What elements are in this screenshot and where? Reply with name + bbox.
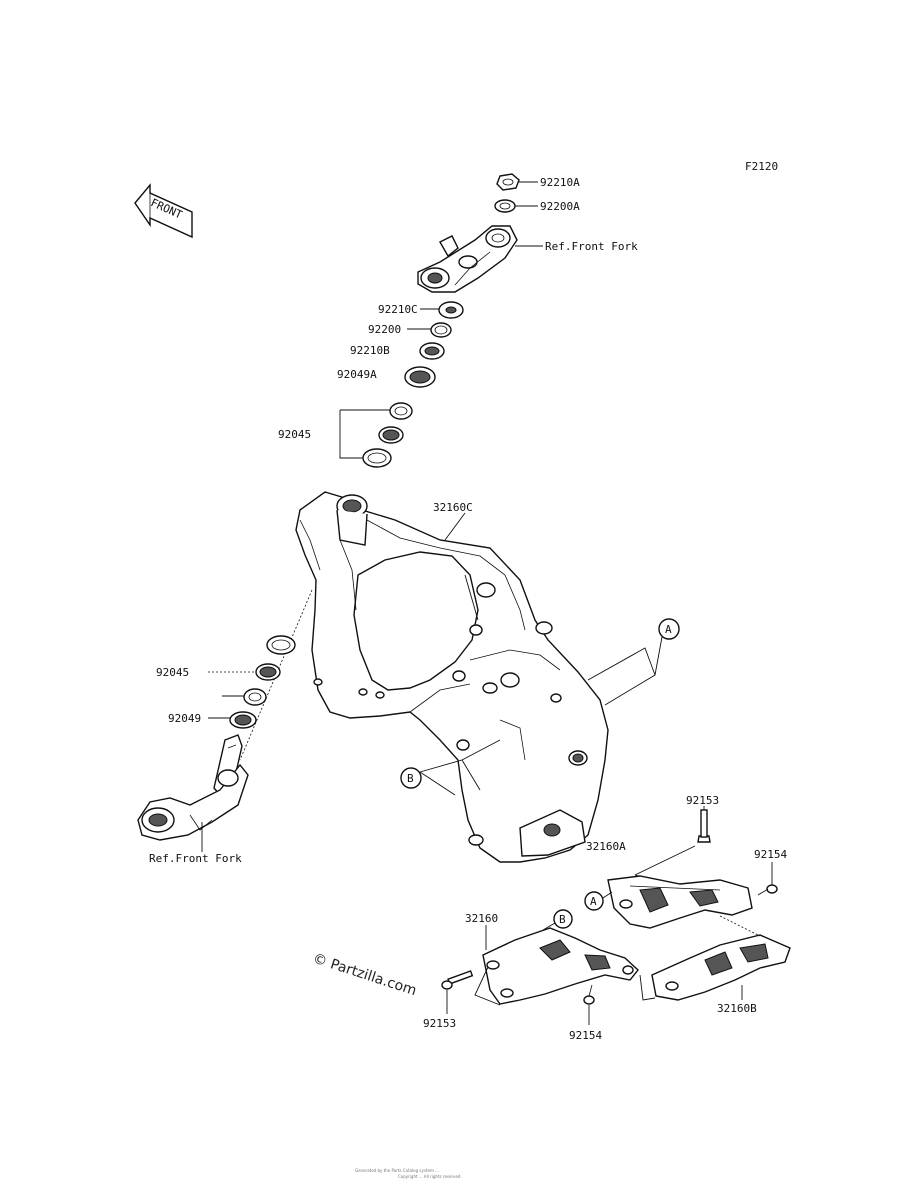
- nut-92210C: [438, 301, 464, 319]
- label-32160A: 32160A: [586, 840, 626, 853]
- label-92210A: 92210A: [540, 176, 580, 189]
- svg-text:B: B: [559, 913, 566, 926]
- footer-line2: Copyright ... All rights reserved.: [398, 1174, 462, 1179]
- watermark: © Partzilla.com: [311, 951, 419, 1000]
- seal-92049: [229, 711, 257, 729]
- diagram-code: F2120: [745, 160, 778, 173]
- label-92049: 92049: [168, 712, 201, 725]
- label-92049A: 92049A: [337, 368, 377, 381]
- footer-line1: Generated by the Parts Catalog system ..…: [355, 1168, 439, 1173]
- ref-front-fork-bottom[interactable]: Ref.Front Fork: [149, 852, 242, 865]
- label-32160: 32160: [465, 912, 498, 925]
- label-92200A: 92200A: [540, 200, 580, 213]
- svg-text:B: B: [407, 772, 414, 785]
- svg-text:A: A: [665, 623, 672, 636]
- bolt-92153-right: [697, 809, 711, 843]
- label-32160B: 32160B: [717, 1002, 757, 1015]
- svg-text:A: A: [590, 895, 597, 908]
- bracket-32160B: [651, 915, 791, 1001]
- label-92153-left: 92153: [423, 1017, 456, 1030]
- label-32160C: 32160C: [433, 501, 473, 514]
- bearing-92045-bottom: [243, 635, 296, 706]
- label-92200: 92200: [368, 323, 401, 336]
- bolt-92154-bottom: [583, 984, 595, 1005]
- bolt-92153-left: [441, 970, 474, 990]
- washer-92200: [430, 322, 452, 338]
- bolt-92154-right: [757, 884, 778, 896]
- callout-A-frame: A: [658, 618, 680, 640]
- washer-92200A: [494, 199, 516, 213]
- callout-A-bracket: A: [584, 891, 604, 911]
- lower-triple-clamp: [137, 734, 249, 841]
- nut-92210B: [419, 342, 445, 360]
- main-frame-32160C: [295, 491, 609, 863]
- callout-B-frame: B: [400, 767, 422, 789]
- ref-front-fork-top[interactable]: Ref.Front Fork: [545, 240, 638, 253]
- seal-92049A: [404, 366, 436, 388]
- label-92045-bottom: 92045: [156, 666, 189, 679]
- label-92210C: 92210: [378, 303, 411, 316]
- nut-92210A: [496, 173, 520, 191]
- label-92154-right: 92154: [754, 848, 787, 861]
- label-92153-right: 92153: [686, 794, 719, 807]
- bracket-32160A: [607, 875, 753, 929]
- label-92210B: 92210B: [350, 344, 390, 357]
- front-arrow-icon: FRONT: [134, 183, 193, 239]
- bearing-92045-top: [362, 402, 413, 468]
- label-92154-bottom: 92154: [569, 1029, 602, 1042]
- label-92045-top: 92045: [278, 428, 311, 441]
- callout-B-bracket: B: [553, 909, 573, 929]
- upper-triple-clamp: [417, 225, 518, 293]
- bracket-32160: [482, 927, 639, 1005]
- svg-text:C: C: [411, 303, 418, 316]
